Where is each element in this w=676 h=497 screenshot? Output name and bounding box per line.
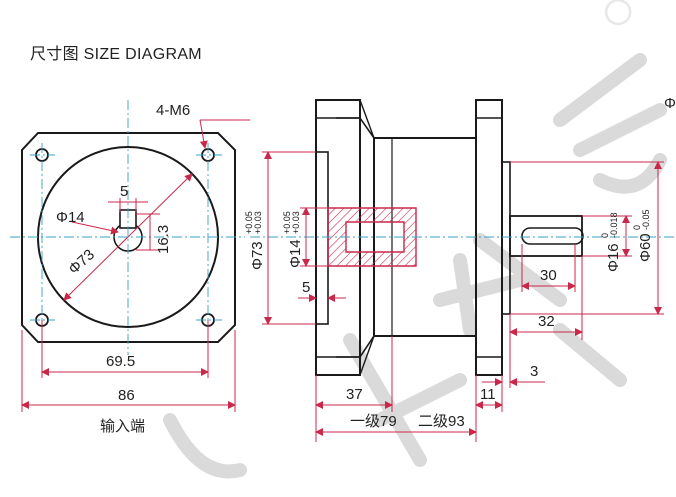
shaft-tol-lower: -0.018 — [609, 212, 619, 238]
input-pilot — [315, 151, 329, 325]
key-length-label: 30 — [540, 267, 557, 284]
bore-diameter-label: Φ14 — [56, 209, 85, 226]
watermark-logo: ○ — [163, 0, 667, 479]
pilot-tol-lower: +0.03 — [253, 211, 263, 234]
stage2-length-label: 二级93 — [418, 413, 465, 430]
input-end-caption: 输入端 — [100, 418, 146, 435]
input-bore-tol-lower: +0.03 — [291, 211, 301, 234]
output-pilot-label: Φ60 — [637, 233, 654, 262]
pilot-tol-upper: +0.05 — [244, 211, 254, 234]
side-dimensions — [262, 151, 664, 442]
shaft-step-label: 3 — [530, 363, 538, 380]
front-dimension-labels: 4-M6 5 Φ14 16.3 Φ73 69.5 86 — [56, 102, 190, 404]
shaft-diameter-label: Φ16 — [605, 243, 622, 272]
hole-spec-label: 4-M6 — [156, 102, 190, 119]
input-bore-group: Φ14 +0.05 +0.03 — [282, 211, 304, 268]
output-pilot-group: Φ60 0 -0.05 — [632, 209, 654, 262]
front-dimensions — [21, 119, 250, 412]
flange-size-label: 86 — [118, 387, 135, 404]
front-flange-outline — [21, 132, 236, 343]
front-view — [21, 132, 236, 343]
stage1-length-label: 一级79 — [350, 413, 397, 430]
side-dimension-labels: Φ73 +0.05 +0.03 Φ14 +0.05 +0.03 5 37 一级7… — [244, 95, 676, 430]
keyway-width-label: 5 — [120, 183, 128, 200]
output-shaft — [509, 215, 583, 257]
input-bore-label: Φ14 — [287, 239, 304, 268]
bolt-circle-label: Φ73 — [65, 246, 98, 278]
output-pilot-tol-lower: -0.05 — [641, 209, 651, 230]
shaft-tol-upper: 0 — [600, 233, 610, 238]
pilot-depth-label: 5 — [302, 279, 310, 296]
watermark-char-top: ○ — [600, 0, 636, 43]
flange-thickness-label: 11 — [480, 386, 496, 403]
side-view — [315, 99, 584, 376]
input-bore-tol-upper: +0.05 — [282, 211, 292, 234]
output-pilot-tol-upper: 0 — [632, 225, 642, 230]
shaft-length-label: 32 — [538, 313, 555, 330]
pilot-diameter-group: Φ73 +0.05 +0.03 — [244, 211, 266, 270]
partial-label-edge: Φ — [664, 95, 676, 112]
hole-spacing-label: 69.5 — [106, 353, 135, 370]
key-height-label: 16.3 — [155, 225, 172, 254]
housing-length-label: 37 — [346, 386, 363, 403]
shaft-diameter-group: Φ16 0 -0.018 — [600, 212, 622, 272]
pilot-diameter-label: Φ73 — [249, 241, 266, 270]
shaft-key — [521, 227, 584, 245]
page-title: 尺寸图 SIZE DIAGRAM — [30, 46, 202, 63]
